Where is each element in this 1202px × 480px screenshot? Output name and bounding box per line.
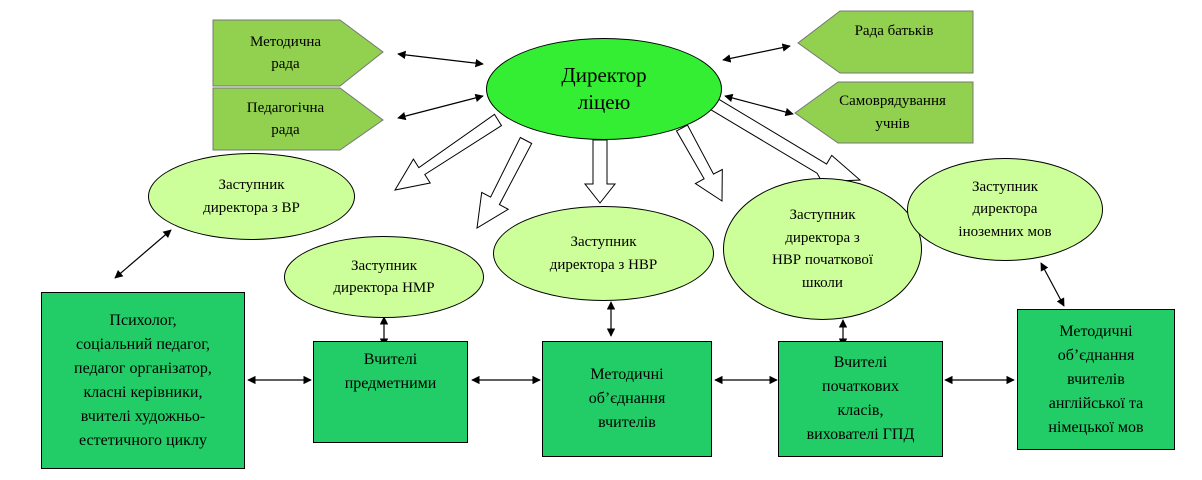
link-director-parents	[722, 43, 791, 63]
link-pedagogical-director	[397, 93, 484, 121]
link-vr-psychologist	[114, 229, 172, 279]
parents-council: Рада батьків	[815, 11, 973, 51]
arrow-to-nvr	[583, 139, 617, 204]
director-node: Директор ліцею	[486, 38, 722, 140]
subject-teachers-label: Вчителі предметними	[344, 351, 437, 392]
psychologist-box: Психолог, соціальний педагог, педагог ор…	[41, 292, 245, 469]
student-government: Самоврядування учнів	[812, 82, 973, 143]
parents-council-shape	[797, 10, 974, 74]
director-label: Директор ліцею	[561, 62, 647, 114]
pedagogical-council-label: Педагогічна рада	[246, 99, 325, 139]
deputy-nmr-node: Заступник директора НМР	[284, 236, 484, 318]
language-associations-box: Методичні об’єднання вчителів англійсько…	[1017, 309, 1175, 450]
parents-council-label: Рада батьків	[854, 22, 934, 39]
methodical-council-label: Методична рада	[249, 33, 322, 73]
method-associations-label: Методичні об’єднання вчителів	[588, 366, 666, 431]
deputy-nvr-primary-node: Заступник директора з НВР початкової шко…	[723, 178, 922, 320]
link-director-students	[724, 93, 794, 117]
methodical-council-shape	[212, 19, 384, 87]
deputy-nmr-label: Заступник директора НМР	[333, 257, 435, 297]
pedagogical-council-shape	[212, 87, 384, 151]
deputy-foreign-label: Заступник директора іноземних мов	[958, 178, 1052, 240]
pedagogical-council: Педагогічна рада	[213, 88, 358, 150]
arrow-to-vr	[393, 113, 503, 191]
link-methodical-director	[397, 50, 484, 68]
link-foreign-language	[1040, 262, 1065, 307]
methodical-council: Методична рада	[213, 20, 358, 86]
student-government-label: Самоврядування учнів	[839, 93, 946, 132]
deputy-nvr-label: Заступник директора з НВР	[549, 234, 658, 273]
deputy-vr-node: Заступник директора з ВР	[148, 153, 355, 240]
deputy-nvr-primary-label: Заступник директора з НВР початкової шко…	[771, 207, 874, 291]
deputy-nvr-node: Заступник директора з НВР	[493, 206, 714, 301]
subject-teachers-box: Вчителі предметними	[313, 341, 468, 443]
method-associations-box: Методичні об’єднання вчителів	[542, 341, 712, 457]
language-associations-label: Методичні об’єднання вчителів англійсько…	[1048, 322, 1144, 436]
arrow-to-nvr-primary	[675, 124, 723, 202]
psychologist-label: Психолог, соціальний педагог, педагог ор…	[74, 311, 212, 449]
student-government-shape	[794, 81, 974, 144]
primary-teachers-box: Вчителі початкових класів, вихователі ГП…	[778, 341, 943, 457]
deputy-vr-label: Заступник директора з ВР	[203, 177, 300, 216]
arrow-to-nmr	[476, 136, 533, 229]
primary-teachers-label: Вчителі початкових класів, вихователі ГП…	[806, 354, 915, 443]
deputy-foreign-node: Заступник директора іноземних мов	[907, 158, 1103, 261]
